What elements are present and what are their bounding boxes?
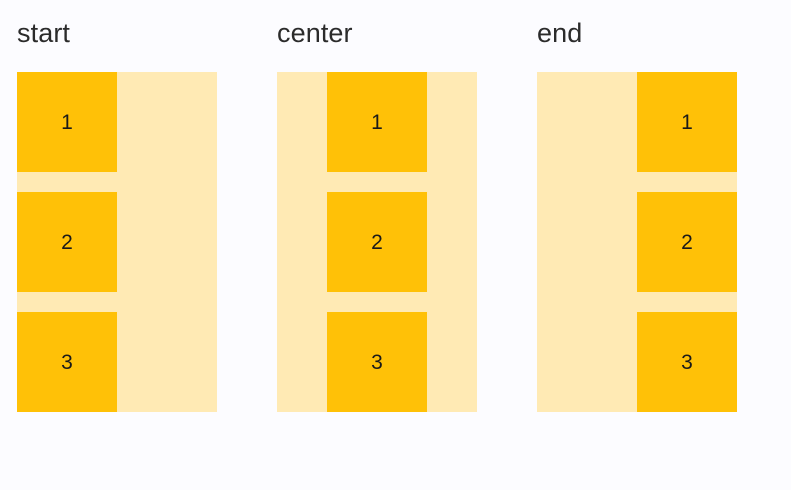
group-label-center: center bbox=[277, 18, 353, 48]
flex-item-label: 1 bbox=[61, 110, 73, 134]
flex-item: 1 bbox=[17, 72, 117, 172]
group-label-start: start bbox=[17, 18, 71, 48]
flex-track-end: 1 2 3 bbox=[537, 72, 737, 412]
flex-item-label: 2 bbox=[61, 230, 73, 254]
flex-item-label: 3 bbox=[371, 350, 383, 374]
flex-track-center: 1 2 3 bbox=[277, 72, 477, 412]
flex-item-label: 3 bbox=[61, 350, 73, 374]
flex-item-label: 1 bbox=[681, 110, 693, 134]
flex-item: 3 bbox=[327, 312, 427, 412]
flex-item-label: 2 bbox=[371, 230, 383, 254]
group-label-end: end bbox=[537, 18, 583, 48]
flex-item-label: 2 bbox=[681, 230, 693, 254]
flex-item-label: 1 bbox=[371, 110, 383, 134]
flex-item: 3 bbox=[637, 312, 737, 412]
flex-item: 1 bbox=[327, 72, 427, 172]
flex-item: 3 bbox=[17, 312, 117, 412]
flex-track-start: 1 2 3 bbox=[17, 72, 217, 412]
flex-item: 2 bbox=[327, 192, 427, 292]
flex-item: 2 bbox=[17, 192, 117, 292]
flex-item: 1 bbox=[637, 72, 737, 172]
flex-item: 2 bbox=[637, 192, 737, 292]
flex-item-label: 3 bbox=[681, 350, 693, 374]
